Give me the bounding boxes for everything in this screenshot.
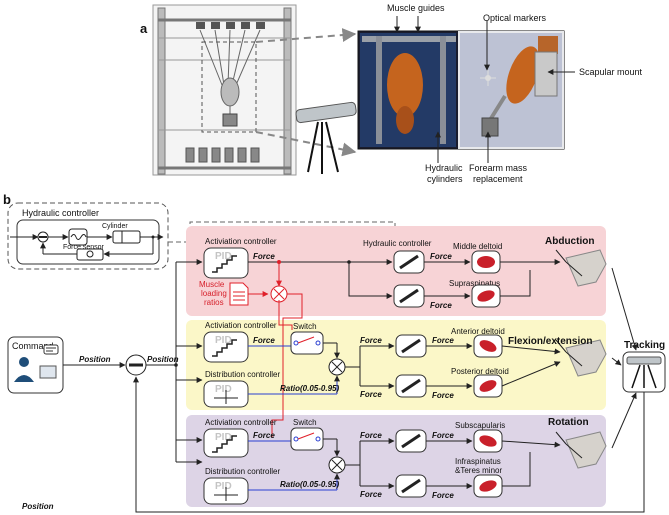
flex-switch-label: Switch: [293, 322, 317, 331]
shoulder-rotation-drawing: [555, 431, 607, 469]
optical-markers-label: Optical markers: [483, 13, 547, 23]
position-label-sum: Position: [147, 355, 179, 364]
subscapularis-icon: [473, 429, 503, 453]
tracking-label: Tracking: [624, 340, 665, 351]
command-label: Command: [12, 341, 54, 351]
posterior-deltoid-icon: [473, 374, 503, 398]
flex-switch: [290, 331, 324, 355]
anterior-deltoid-label: Anterior deltoid: [451, 327, 505, 336]
muscle-loading-1: Muscle: [199, 280, 225, 289]
inset-force-sensor-label: Force sensor: [63, 244, 105, 251]
shoulder-abduction-drawing: [555, 249, 607, 287]
rot-hydraulic-2: [395, 474, 427, 498]
position-label-command: Position: [79, 355, 111, 364]
middle-deltoid-icon: [471, 250, 501, 274]
flex-ratio-label: Ratio(0.05-0.95): [280, 384, 339, 393]
rot-switch: [290, 427, 324, 451]
rot-activation-title: Activiation controller: [205, 418, 277, 427]
muscle-guides-label: Muscle guides: [387, 3, 445, 13]
abduction-label: Abduction: [545, 236, 594, 247]
rot-ratio-label: Ratio(0.05-0.95): [280, 480, 339, 489]
cad-frame-drawing: [152, 4, 297, 176]
supraspinatus-label: Supraspinatus: [449, 279, 500, 288]
infraspinatus-label-1: Infraspinatus: [455, 457, 501, 466]
infraspinatus-icon: [473, 474, 503, 498]
photo-callouts: [394, 16, 575, 163]
shoulder-flexion-drawing: [555, 339, 607, 377]
inset-title: Hydraulic controller: [22, 208, 99, 218]
abd-hydraulic-title: Hydraulic controller: [363, 239, 432, 248]
flexion-label: Flexion/extension: [508, 336, 592, 347]
rot-force-label-4: Force: [432, 431, 454, 440]
rot-force-label-2: Force: [360, 431, 382, 440]
anterior-deltoid-icon: [473, 334, 503, 358]
flex-force-label-2: Force: [360, 336, 382, 345]
rotation-label: Rotation: [548, 417, 589, 428]
rot-activation-pid: PID: [203, 428, 249, 458]
main-summing-junction: [125, 354, 147, 376]
experiment-photo: [357, 30, 565, 150]
svg-text:PID: PID: [215, 251, 232, 262]
rot-distribution-pid: PID: [203, 477, 249, 505]
flex-activation-title: Activiation controller: [205, 321, 277, 330]
abd-force-label-3: Force: [430, 301, 452, 310]
rot-multiplier: [328, 456, 346, 474]
scapular-mount-label: Scapular mount: [579, 67, 643, 77]
position-feedback-line: [133, 376, 645, 513]
svg-text:PID: PID: [215, 335, 232, 346]
svg-text:PID: PID: [215, 384, 232, 395]
forearm-label-2: replacement: [473, 174, 523, 184]
tracking-camera: [295, 101, 357, 174]
rot-force-label-1: Force: [253, 431, 275, 440]
abd-activation-title: Activiation controller: [205, 237, 277, 246]
rot-distribution-title: Distribution controller: [205, 467, 280, 476]
flex-distribution-title: Distribution controller: [205, 370, 280, 379]
rot-switch-label: Switch: [293, 418, 317, 427]
muscle-loading-2: loading: [201, 289, 227, 298]
rot-force-label-5: Force: [432, 491, 454, 500]
middle-deltoid-label: Middle deltoid: [453, 242, 502, 251]
flex-force-label-4: Force: [432, 336, 454, 345]
tracking-camera-icon: [622, 351, 666, 393]
flex-hydraulic-2: [395, 374, 427, 398]
forearm-label-1: Forearm mass: [469, 163, 528, 173]
position-label-feedback: Position: [22, 502, 54, 511]
hydraulic-controller-inset: Hydraulic controller Cylinder Force sens…: [7, 202, 169, 270]
inset-cylinder-label: Cylinder: [102, 223, 128, 230]
zoom-line-top: [255, 28, 357, 43]
flexion-region: [186, 320, 606, 410]
inset-link: [168, 221, 396, 243]
zoom-line-bottom: [255, 131, 357, 157]
hydraulic-cylinders-label-1: Hydraulic: [425, 163, 463, 173]
flex-hydraulic-1: [395, 334, 427, 358]
subscapularis-label: Subscapularis: [455, 421, 505, 430]
abd-force-label-1: Force: [253, 252, 275, 261]
abd-hydraulic-1: [393, 250, 425, 274]
abd-activation-pid: PID: [203, 247, 249, 279]
abd-force-label-2: Force: [430, 252, 452, 261]
svg-text:PID: PID: [215, 432, 232, 443]
flex-activation-pid: PID: [203, 331, 249, 363]
flex-force-label-5: Force: [432, 391, 454, 400]
panel-b-letter: b: [3, 192, 11, 207]
command-block: Command: [7, 336, 64, 394]
flex-multiplier: [328, 358, 346, 376]
document-icon: [229, 282, 249, 306]
red-multiplier: [270, 285, 288, 303]
rot-hydraulic-1: [395, 429, 427, 453]
muscle-loading-3: ratios: [204, 298, 224, 307]
flex-force-label-1: Force: [253, 336, 275, 345]
infraspinatus-label-2: &Teres minor: [455, 466, 502, 475]
hydraulic-cylinders-label-2: cylinders: [427, 174, 463, 184]
svg-text:PID: PID: [215, 481, 232, 492]
rot-force-label-3: Force: [360, 490, 382, 499]
panel-a-letter: a: [140, 21, 148, 36]
flex-force-label-3: Force: [360, 390, 382, 399]
flex-distribution-pid: PID: [203, 380, 249, 408]
abd-hydraulic-2: [393, 284, 425, 308]
supraspinatus-icon: [471, 284, 501, 308]
posterior-deltoid-label: Posterior deltoid: [451, 367, 509, 376]
